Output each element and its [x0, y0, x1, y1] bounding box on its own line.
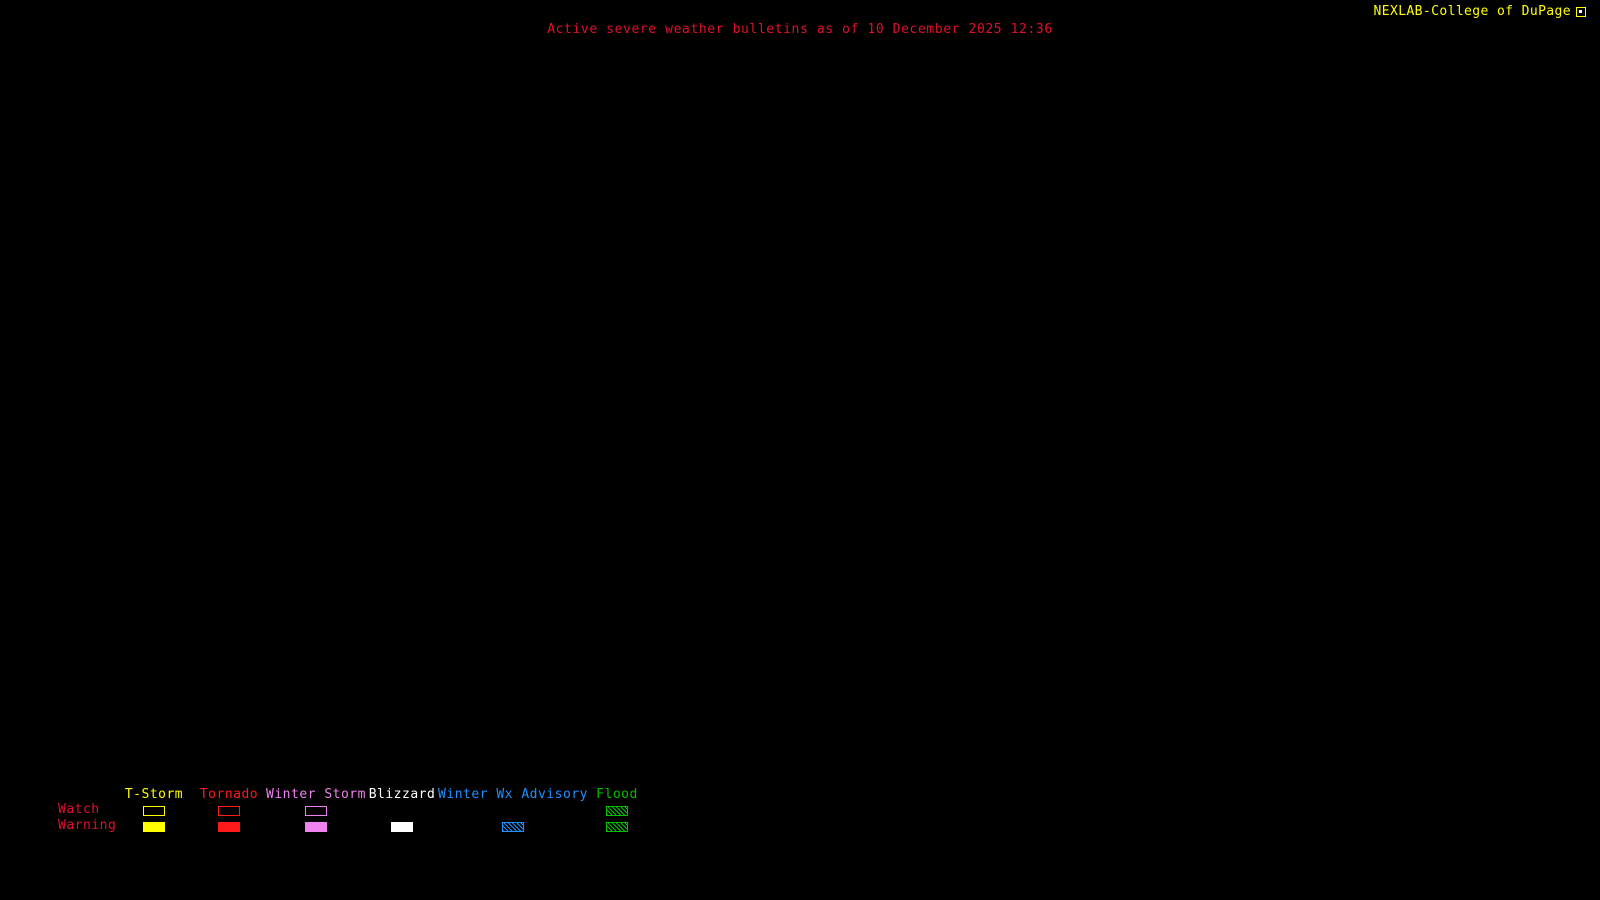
warning-swatch [606, 821, 628, 832]
legend-column-label: Tornado [199, 787, 259, 802]
warning-swatch [218, 821, 240, 832]
page-title: Active severe weather bulletins as of 10… [547, 22, 1053, 37]
warning-swatch [305, 821, 327, 832]
watch-swatch [143, 805, 165, 816]
legend-column-label: Winter Wx Advisory [438, 787, 588, 802]
warning-swatch [502, 821, 524, 832]
legend-column-label: Blizzard [368, 787, 436, 802]
legend-row-label-watch: Watch [58, 802, 100, 817]
legend-column-label: T-Storm [124, 787, 184, 802]
watch-swatch [606, 805, 628, 816]
brand-label: NEXLAB-College of DuPage [1373, 4, 1571, 19]
watch-swatch [218, 805, 240, 816]
legend-column-label: Winter Storm [266, 787, 366, 802]
watch-swatch [305, 805, 327, 816]
legend: Watch Warning T-Storm Tornado Winter Sto… [0, 788, 1600, 848]
brand: NEXLAB-College of DuPage [1374, 4, 1586, 19]
legend-column-label: Flood [596, 787, 638, 802]
warning-swatch [143, 821, 165, 832]
map-canvas [0, 44, 1600, 784]
legend-column-tstorm: T-Storm [74, 788, 234, 834]
warning-swatch [391, 821, 413, 832]
legend-column-tornado: Tornado [149, 788, 309, 834]
legend-column-flood: Flood [537, 788, 697, 834]
legend-column-winter-storm: Winter Storm [236, 788, 396, 834]
legend-row-label-warning: Warning [58, 818, 117, 833]
nexlab-logo-icon [1576, 6, 1586, 17]
legend-column-winter-wx-advisory: Winter Wx Advisory [433, 788, 593, 834]
legend-column-blizzard: Blizzard [322, 788, 482, 834]
